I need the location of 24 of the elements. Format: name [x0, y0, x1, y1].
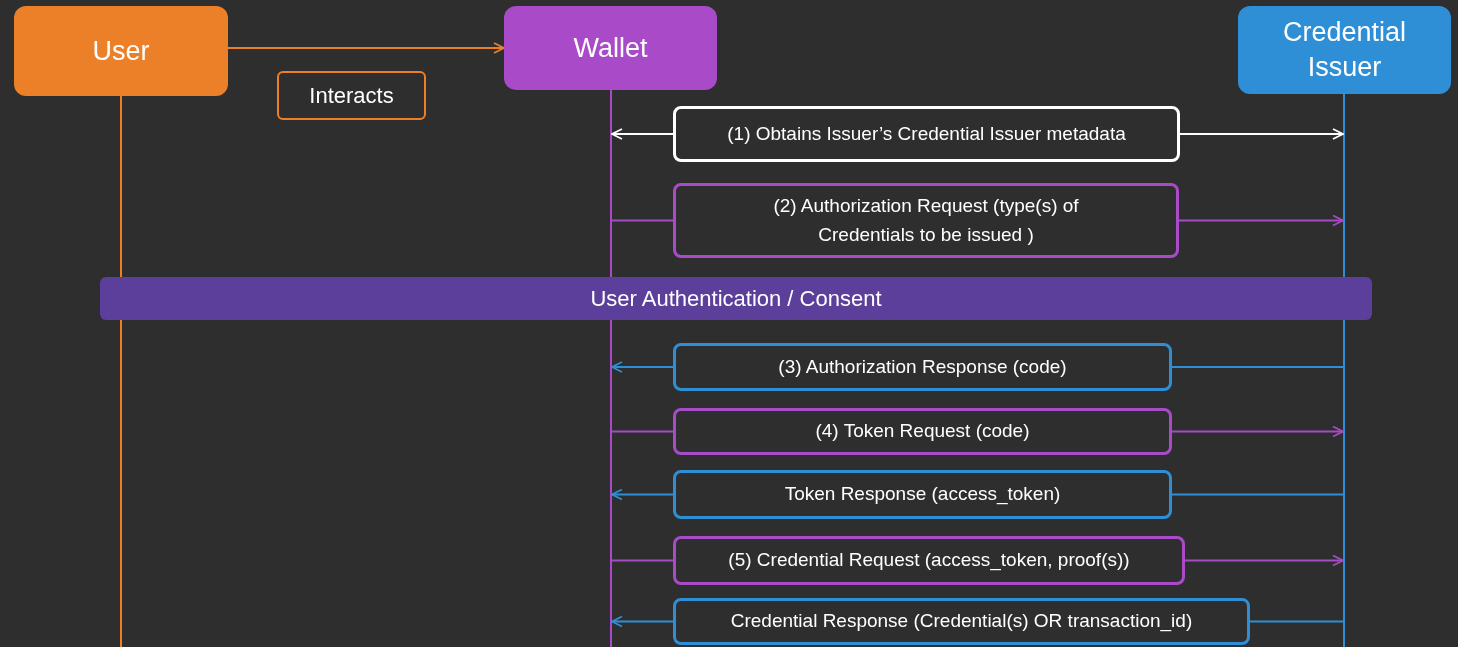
phase-band: User Authentication / Consent: [100, 277, 1372, 320]
message-box: (5) Credential Request (access_token, proof(s)): [673, 536, 1185, 585]
message-box: (3) Authorization Response (code): [673, 343, 1172, 391]
arrow: [1184, 554, 1344, 567]
lifeline: [610, 90, 612, 647]
message-box: Credential Response (Credential(s) OR transaction_id): [673, 598, 1250, 645]
lifeline: [1343, 94, 1345, 647]
message-box: (2) Authorization Request (type(s) of Credentials to be issued ): [673, 183, 1179, 258]
lifeline: [120, 96, 122, 647]
message-box: (4) Token Request (code): [673, 408, 1172, 455]
arrow: [1178, 214, 1344, 227]
arrow: [227, 42, 505, 54]
edge-label: Interacts: [277, 71, 426, 120]
participant-box: Wallet: [504, 6, 717, 90]
arrow: [1171, 425, 1344, 438]
arrow: [611, 128, 674, 140]
message-box: Token Response (access_token): [673, 470, 1172, 519]
participant-box: Credential Issuer: [1238, 6, 1451, 94]
arrow: [611, 361, 674, 373]
arrow: [1179, 128, 1344, 140]
message-box: (1) Obtains Issuer’s Credential Issuer metadata: [673, 106, 1180, 162]
arrow: [611, 615, 674, 628]
participant-box: User: [14, 6, 228, 96]
arrow: [611, 488, 674, 501]
